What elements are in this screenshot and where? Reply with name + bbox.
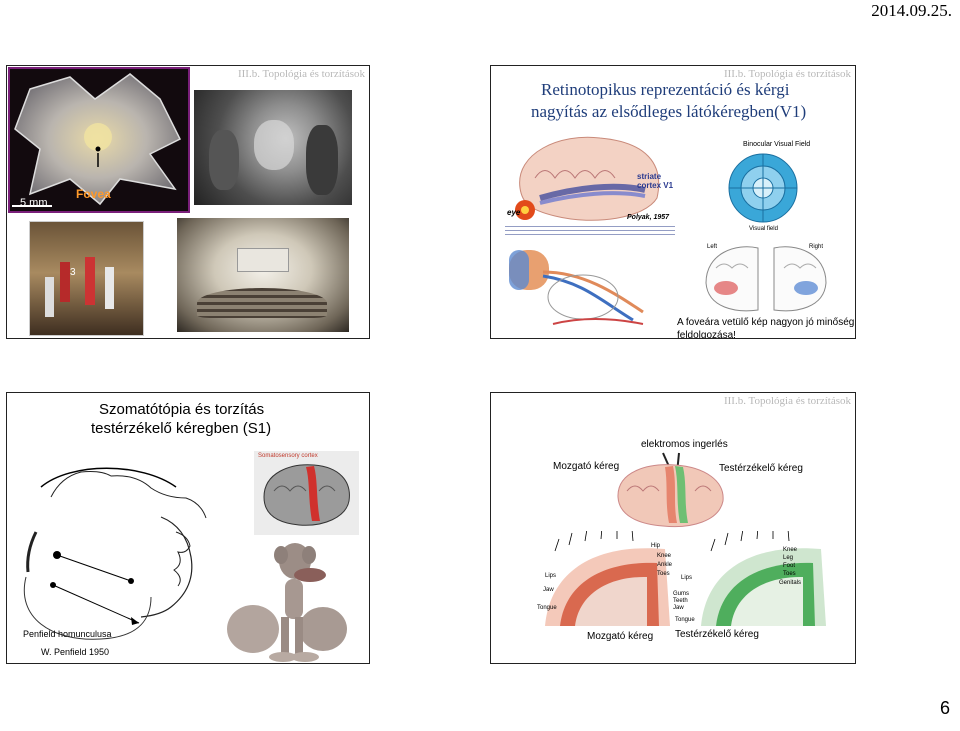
- slide-retina-photos: III.b. Topológia és torzítások 5 mm Fove…: [6, 65, 370, 339]
- sensory-part: Leg: [783, 555, 794, 561]
- motor-part: Knee: [657, 553, 672, 559]
- slide-title-line2: testérzékelő kéregben (S1): [91, 420, 272, 437]
- striate-label: striate cortex V1: [637, 172, 674, 190]
- visual-field-label: Visual field: [749, 226, 778, 232]
- fovea-label: Fovea: [76, 187, 111, 201]
- penfield-homunculus-drawing: [23, 467, 207, 640]
- badge: 3: [70, 267, 76, 278]
- slide-header: III.b. Topológia és torzítások: [237, 68, 365, 80]
- right-label: Right: [809, 244, 824, 250]
- sensory-part: Gums: [673, 591, 690, 597]
- sensory-label-top: Testérzékelő kéreg: [719, 463, 803, 474]
- caption-line1: A foveára vetülő kép nagyon jó minőségű: [677, 317, 856, 328]
- sensory-part: Teeth: [673, 598, 688, 604]
- left-label: Left: [707, 244, 718, 250]
- sensory-part: Foot: [783, 563, 796, 569]
- homunculus-sculpture: [227, 543, 347, 662]
- binocular-field-diagram: [728, 153, 798, 223]
- visual-pathway-figure: [515, 136, 660, 221]
- sensory-part: Lips: [681, 575, 693, 581]
- retina-photo: 5 mm Fovea: [8, 67, 190, 213]
- page-number: 6: [939, 698, 950, 718]
- caption-line2: feldolgozása!: [677, 330, 736, 339]
- motor-label-bottom: Mozgató kéreg: [587, 631, 654, 642]
- fisheye-hall-photo: [177, 218, 349, 332]
- caption-homunculus: Penfield homunculusa: [23, 629, 112, 639]
- retina-illustration: [14, 73, 182, 206]
- somatosensory-inset: Somatosensory cortex: [254, 451, 359, 535]
- motor-sensory-brain: [617, 452, 724, 528]
- motor-part: Jaw: [543, 587, 554, 593]
- motor-label-top: Mozgató kéreg: [553, 461, 620, 472]
- somatosensory-brain: [263, 464, 350, 526]
- motor-part: Tongue: [537, 605, 557, 611]
- slide-title-line2: nagyítás az elsődleges látókéregben(V1): [531, 102, 807, 121]
- stim-label: elektromos ingerlés: [641, 439, 728, 450]
- eye-label: eye: [507, 208, 521, 217]
- sensory-part: Jaw: [673, 605, 684, 611]
- scale-bar: [12, 205, 52, 207]
- binocular-title: Binocular Visual Field: [743, 141, 811, 148]
- sensory-label-bottom: Testérzékelő kéreg: [675, 629, 759, 640]
- foveated-room-photo: [194, 90, 352, 205]
- motor-part: Toes: [657, 571, 670, 577]
- slide-header: III.b. Topológia és torzítások: [723, 68, 851, 80]
- slide-title-line1: Szomatótópia és torzítás: [99, 401, 265, 418]
- motor-part: Ankle: [657, 562, 673, 568]
- slide-somatotopy: Szomatótópia és torzítás testérzékelő ké…: [6, 392, 370, 664]
- sensory-part: Genitals: [779, 580, 802, 586]
- sensory-part: Toes: [783, 571, 796, 577]
- page-date: 2014.09.25.: [871, 1, 952, 20]
- motor-part: Hip: [651, 543, 661, 549]
- motor-part: Lips: [545, 573, 557, 579]
- occipital-brain-figure: [705, 246, 827, 312]
- basketball-photo: 3: [29, 221, 144, 336]
- motor-cortex-section: [545, 531, 670, 626]
- sensory-part: Knee: [783, 547, 798, 553]
- lgn-pathway-figure: [509, 250, 644, 325]
- sensory-cortex-section: [701, 531, 826, 626]
- slide-header: III.b. Topológia és torzítások: [723, 395, 851, 407]
- sensory-part: Tongue: [675, 617, 695, 623]
- figure-credit: Polyak, 1957: [627, 214, 670, 221]
- slide-title-line1: Retinotopikus reprezentáció és kérgi: [541, 80, 790, 99]
- scale-label: 5 mm: [20, 197, 48, 209]
- slide-retinotopy: III.b. Topológia és torzítások Retinotop…: [490, 65, 856, 339]
- figure-legend-text: [505, 226, 675, 236]
- slide-motor-sensory: III.b. Topológia és torzítások elektromo…: [490, 392, 856, 664]
- inset-label: Somatosensory cortex: [258, 453, 318, 459]
- caption-author: W. Penfield 1950: [41, 647, 110, 657]
